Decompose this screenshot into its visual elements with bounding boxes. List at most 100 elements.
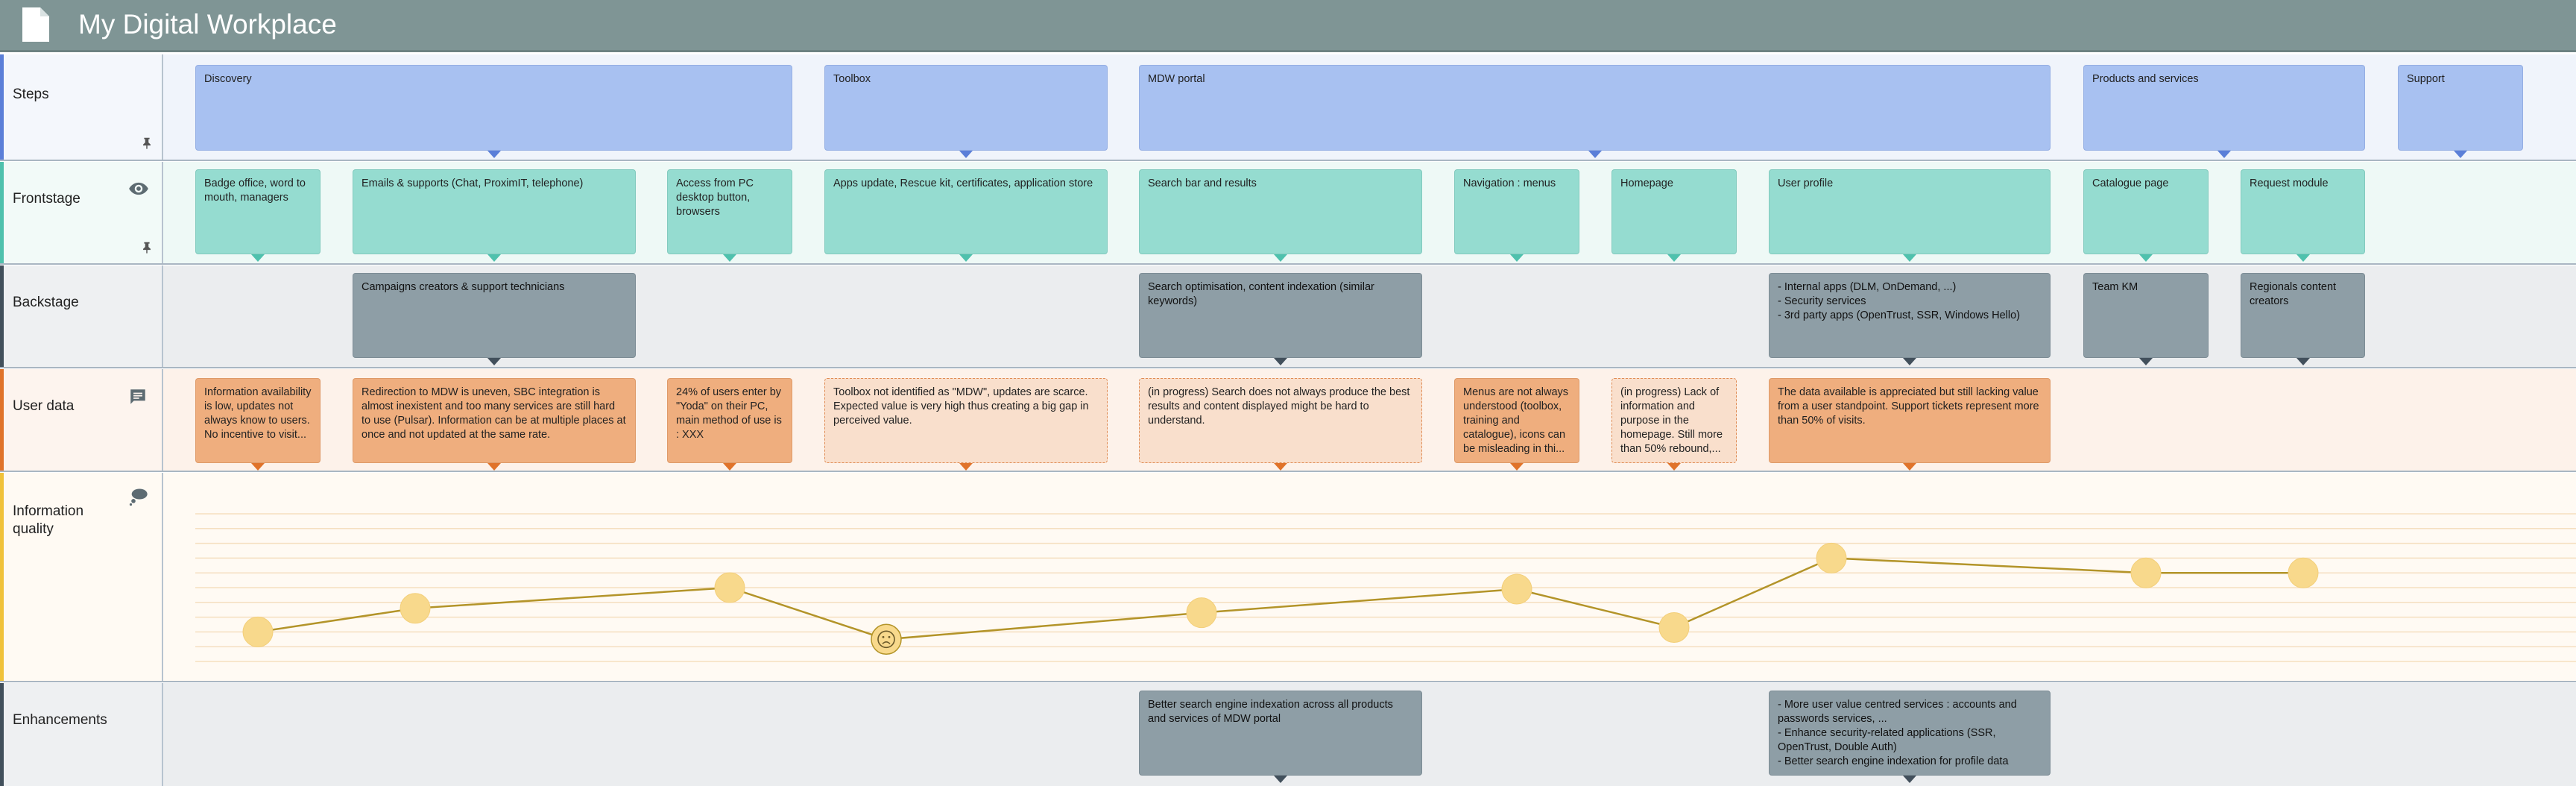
chart-point[interactable] xyxy=(1658,611,1690,643)
user-data-card-text: (in progress) Lack of information and pu… xyxy=(1620,386,1723,455)
step-card[interactable]: Products and services xyxy=(2083,65,2365,151)
card-pointer xyxy=(2139,254,2153,262)
lane-label-user-data: User data xyxy=(0,369,163,471)
backstage-card-text: Team KM xyxy=(2092,281,2138,293)
card-pointer xyxy=(1274,254,1287,262)
frontstage-card[interactable]: Navigation : menus xyxy=(1454,169,1579,254)
frontstage-card[interactable]: Search bar and results xyxy=(1139,169,1422,254)
chart-series-line xyxy=(257,557,2303,641)
card-pointer xyxy=(2296,358,2310,365)
card-pointer xyxy=(959,254,973,262)
backstage-card[interactable]: Team KM xyxy=(2083,273,2209,358)
card-pointer xyxy=(959,151,973,158)
thought-bubble-icon[interactable] xyxy=(128,486,149,507)
lane-accent xyxy=(0,54,4,160)
comment-icon[interactable] xyxy=(128,387,148,406)
chart-point[interactable] xyxy=(242,616,274,647)
chart-point[interactable] xyxy=(1186,597,1217,629)
backstage-card-text: Campaigns creators & support technicians xyxy=(362,281,565,293)
frontstage-card-text: Catalogue page xyxy=(2092,177,2169,189)
step-card[interactable]: Discovery xyxy=(195,65,792,151)
lane-title-enhancements: Enhancements xyxy=(13,712,107,728)
card-pointer xyxy=(487,254,501,262)
step-card[interactable]: MDW portal xyxy=(1139,65,2051,151)
frontstage-card[interactable]: Apps update, Rescue kit, certificates, a… xyxy=(824,169,1108,254)
backstage-card-text: Regionals content creators xyxy=(2250,281,2337,307)
frontstage-card[interactable]: Access from PC desktop button, browsers xyxy=(667,169,792,254)
enhancement-card-text: - More user value centred services : acc… xyxy=(1778,699,2017,767)
chart-point[interactable] xyxy=(1816,542,1847,573)
backstage-card[interactable]: Campaigns creators & support technicians xyxy=(353,273,636,358)
card-pointer xyxy=(959,463,973,471)
card-pointer xyxy=(1588,151,1602,158)
pin-icon[interactable] xyxy=(140,241,154,254)
user-data-card-text: 24% of users enter by "Yoda" on their PC… xyxy=(676,386,782,441)
step-card-text: Products and services xyxy=(2092,73,2199,85)
chart-point[interactable] xyxy=(400,593,431,624)
card-pointer xyxy=(1903,358,1916,365)
card-pointer xyxy=(1274,776,1287,783)
user-data-card[interactable]: The data available is appreciated but st… xyxy=(1769,378,2051,463)
pin-icon[interactable] xyxy=(140,136,154,150)
lane-label-information-quality: Information quality xyxy=(0,473,163,681)
step-card[interactable]: Toolbox xyxy=(824,65,1108,151)
card-pointer xyxy=(487,358,501,365)
frontstage-card-text: Homepage xyxy=(1620,177,1673,189)
lane-steps: Steps Discovery Toolbox MDW portal Products… xyxy=(0,54,2576,161)
enhancement-card[interactable]: Better search engine indexation across a… xyxy=(1139,691,1422,776)
card-pointer xyxy=(2296,254,2310,262)
lane-label-backstage: Backstage xyxy=(0,265,163,367)
user-data-card-text: Menus are not always understood (toolbox… xyxy=(1463,386,1569,455)
lane-accent xyxy=(0,162,4,263)
user-data-card[interactable]: (in progress) Search does not always pro… xyxy=(1139,378,1422,463)
chart-point[interactable] xyxy=(2288,557,2319,588)
frontstage-card-text: Navigation : menus xyxy=(1463,177,1556,189)
frontstage-card[interactable]: Catalogue page xyxy=(2083,169,2209,254)
user-data-card[interactable]: Toolbox not identified as "MDW", updates… xyxy=(824,378,1108,463)
backstage-card-text: - Internal apps (DLM, OnDemand, ...) - S… xyxy=(1778,281,2021,321)
user-data-card-text: Information availability is low, updates… xyxy=(204,386,312,441)
chart-point[interactable] xyxy=(714,572,745,603)
lane-frontstage: Frontstage Badge office, word to mouth, … xyxy=(0,162,2576,265)
card-pointer xyxy=(487,151,501,158)
frontstage-card-text: Badge office, word to mouth, managers xyxy=(204,177,306,204)
step-card-text: MDW portal xyxy=(1148,73,1205,85)
backstage-card[interactable]: Search optimisation, content indexation … xyxy=(1139,273,1422,358)
frontstage-card[interactable]: User profile xyxy=(1769,169,2051,254)
frontstage-card-text: Search bar and results xyxy=(1148,177,1257,189)
lane-backstage: Backstage Campaigns creators & support t… xyxy=(0,265,2576,368)
card-pointer xyxy=(1510,463,1524,471)
card-pointer xyxy=(1903,776,1916,783)
frontstage-card[interactable]: Badge office, word to mouth, managers xyxy=(195,169,321,254)
lane-label-enhancements: Enhancements xyxy=(0,683,163,786)
enhancements-area: Better search engine indexation across a… xyxy=(165,683,2576,786)
enhancement-card-text: Better search engine indexation across a… xyxy=(1148,699,1393,725)
step-card-text: Support xyxy=(2407,73,2445,85)
step-card[interactable]: Support xyxy=(2398,65,2523,151)
chart-point[interactable] xyxy=(2130,557,2162,588)
backstage-card[interactable]: Regionals content creators xyxy=(2241,273,2365,358)
chart-point[interactable] xyxy=(1501,573,1532,605)
frontstage-card[interactable]: Emails & supports (Chat, ProximIT, telep… xyxy=(353,169,636,254)
card-pointer xyxy=(1903,463,1916,471)
backstage-card-text: Search optimisation, content indexation … xyxy=(1148,281,1374,307)
card-pointer xyxy=(2454,151,2467,158)
backstage-card[interactable]: - Internal apps (DLM, OnDemand, ...) - S… xyxy=(1769,273,2051,358)
card-pointer xyxy=(1667,254,1681,262)
app-header: My Digital Workplace xyxy=(0,0,2576,52)
frontstage-card[interactable]: Request module xyxy=(2241,169,2365,254)
eye-icon[interactable] xyxy=(128,178,149,199)
frontstage-area: Badge office, word to mouth, managers Ema… xyxy=(165,162,2576,263)
lane-title-information-quality: Information quality xyxy=(13,503,84,537)
chart-point[interactable] xyxy=(871,623,902,655)
user-data-card[interactable]: 24% of users enter by "Yoda" on their PC… xyxy=(667,378,792,463)
lane-title-steps: Steps xyxy=(13,87,49,102)
frontstage-card[interactable]: Homepage xyxy=(1611,169,1737,254)
user-data-card[interactable]: Redirection to MDW is uneven, SBC integr… xyxy=(353,378,636,463)
lane-information-quality: Information quality xyxy=(0,473,2576,682)
enhancement-card[interactable]: - More user value centred services : acc… xyxy=(1769,691,2051,776)
user-data-card[interactable]: Menus are not always understood (toolbox… xyxy=(1454,378,1579,463)
user-data-card-text: (in progress) Search does not always pro… xyxy=(1148,386,1410,427)
user-data-card[interactable]: Information availability is low, updates… xyxy=(195,378,321,463)
user-data-card[interactable]: (in progress) Lack of information and pu… xyxy=(1611,378,1737,463)
